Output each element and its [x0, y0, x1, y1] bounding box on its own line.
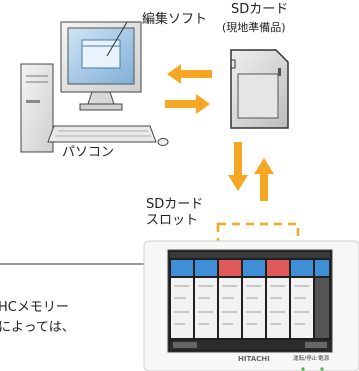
- touch-panel-device: [143, 240, 359, 371]
- device-footer-left: 運転/停止: [293, 355, 318, 362]
- label-sd-card: SDカード: [231, 2, 289, 17]
- arrow-sd-to-pc: [167, 64, 212, 84]
- device-brand: HITACHI: [238, 355, 270, 363]
- label-pc: パソコン: [62, 145, 115, 160]
- sd-card-icon: [230, 49, 289, 129]
- label-sd-slot-line1: SDカード: [146, 197, 204, 212]
- arrow-pc-to-sd: [165, 94, 210, 114]
- label-sd-slot-line2: スロット: [146, 213, 199, 228]
- pc-icon: [20, 21, 169, 153]
- arrow-slot-to-sd: [254, 158, 274, 201]
- arrow-sd-to-slot: [228, 142, 248, 191]
- clipped-text-line1: HCメモリー: [0, 300, 69, 315]
- device-footer-right: 電源: [318, 355, 330, 362]
- label-editing-software: 編集ソフト: [142, 12, 208, 27]
- label-sd-card-note: (現地準備品): [222, 21, 286, 34]
- clipped-text-line2: によっては、: [0, 320, 75, 335]
- software-leader-line: [106, 21, 138, 57]
